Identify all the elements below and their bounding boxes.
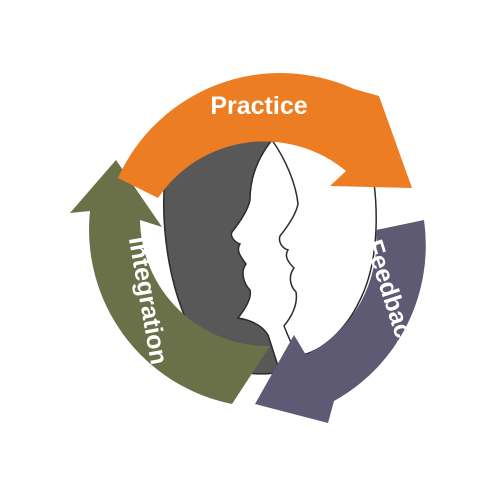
- cycle-arrows: [70, 73, 426, 423]
- left-head-silhouette: [163, 136, 281, 375]
- feedback-arrow: [255, 220, 426, 423]
- right-head-silhouette: [270, 129, 377, 357]
- practice-label: Practice: [210, 92, 307, 120]
- integration-arrow: [70, 160, 270, 404]
- practice-arrow: [118, 73, 412, 198]
- facing-heads-illustration: [163, 129, 377, 375]
